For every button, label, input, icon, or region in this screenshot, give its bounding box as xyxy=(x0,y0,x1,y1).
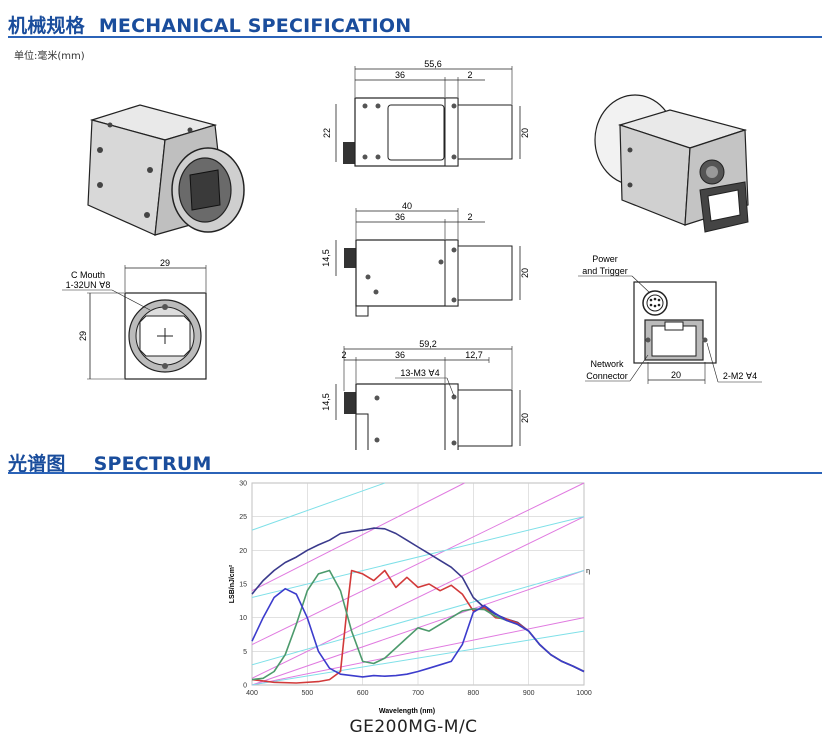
chart-series-line-4 xyxy=(251,587,585,678)
front-dim-width: 29 xyxy=(160,258,170,268)
chart-efficiency-guide-line xyxy=(251,516,585,598)
bottom-hole-label: 13-M3 ∀4 xyxy=(400,368,439,378)
front-dim-height: 29 xyxy=(78,331,88,341)
bottom-dim-body: 36 xyxy=(395,350,405,360)
network-label-line2: Connector xyxy=(586,371,628,381)
spectrum-title-cn: 光谱图 xyxy=(8,453,66,475)
mechanical-title-rule xyxy=(8,36,822,38)
top-dim-offset: 2 xyxy=(467,70,472,80)
top-dim-total: 55,6 xyxy=(424,59,442,69)
chart-xlabel: Wavelength (nm) xyxy=(379,708,435,715)
bottom-dim-left-offset: 2 xyxy=(341,350,346,360)
mount-label-line2: 1-32UN ∀8 xyxy=(66,280,111,290)
chart-efficiency-guide-line xyxy=(251,482,465,592)
top-dim-body: 36 xyxy=(395,70,405,80)
side-dim-body: 36 xyxy=(395,212,405,222)
chart-x-tick-label: 800 xyxy=(467,690,479,697)
top-dim-right: 20 xyxy=(520,128,530,138)
spectrum-title-rule xyxy=(8,472,822,474)
mechanical-title-cn: 机械规格 xyxy=(8,15,85,37)
mount-label-line1: C Mouth xyxy=(71,270,105,280)
chart-efficiency-guide-line xyxy=(251,570,585,666)
chart-x-tick-label: 700 xyxy=(412,690,424,697)
chart-x-tick-label: 500 xyxy=(301,690,313,697)
chart-ylabel: LSB/nJ/cm² xyxy=(229,564,236,603)
spectrum-title-en: SPECTRUM xyxy=(93,453,212,475)
side-dim-total: 40 xyxy=(402,201,412,211)
side-dim-right: 20 xyxy=(520,268,530,278)
bottom-dim-right-offset: 12,7 xyxy=(465,350,483,360)
chart-x-tick-label: 600 xyxy=(357,690,369,697)
power-label-line1: Power xyxy=(592,254,618,264)
chart-efficiency-guide-line xyxy=(251,516,585,679)
bottom-view-drawing: 59,2 2 36 12,7 13-M3 ∀4 14,5 20 xyxy=(321,339,530,450)
chart-efficiency-guide-line xyxy=(251,482,385,531)
front-view-drawing: 29 29 C Mouth 1-32UN ∀8 xyxy=(62,258,207,380)
unit-label: 单位:毫米(mm) xyxy=(14,51,85,62)
mechanical-drawings: 29 29 C Mouth 1-32UN ∀8 55,6 36 2 22 20 xyxy=(62,59,762,450)
rear-screw-label: 2-M2 ∀4 xyxy=(723,371,757,381)
power-label-line2: and Trigger xyxy=(582,266,628,276)
top-dim-left: 22 xyxy=(322,128,332,138)
chart-y-tick-label: 30 xyxy=(239,481,247,488)
chart-right-label: η xyxy=(586,568,590,575)
camera-iso-rear-illustration xyxy=(594,94,749,233)
chart-y-tick-label: 15 xyxy=(239,582,247,589)
chart-x-tick-label: 900 xyxy=(523,690,535,697)
chart-y-tick-label: 10 xyxy=(239,615,247,622)
rear-dim-width: 20 xyxy=(671,370,681,380)
mechanical-section-title: 机械规格 MECHANICAL SPECIFICATION xyxy=(8,11,425,38)
bottom-dim-total: 59,2 xyxy=(419,339,437,349)
spectrum-section-title: 光谱图 SPECTRUM xyxy=(8,449,226,476)
top-view-drawing: 55,6 36 2 22 20 xyxy=(322,59,530,167)
chart-y-tick-label: 20 xyxy=(239,548,247,555)
chart-efficiency-guide-line xyxy=(251,617,585,686)
chart-y-tick-label: 0 xyxy=(243,683,247,690)
chart-efficiency-guide-line xyxy=(251,630,585,686)
model-caption: GE200MG-M/C xyxy=(349,717,478,737)
camera-iso-front-illustration xyxy=(87,104,245,236)
side-dim-offset: 2 xyxy=(467,212,472,222)
chart-x-tick-label: 400 xyxy=(246,690,258,697)
chart-x-tick-label: 1000 xyxy=(576,690,592,697)
bottom-dim-right: 20 xyxy=(520,413,530,423)
side-dim-left: 14,5 xyxy=(321,249,331,267)
chart-y-tick-label: 5 xyxy=(243,649,247,656)
rear-view-drawing: Power and Trigger Network Connector 20 2… xyxy=(578,254,762,384)
mechanical-title-en: MECHANICAL SPECIFICATION xyxy=(98,15,412,37)
bottom-dim-left: 14,5 xyxy=(321,393,331,411)
network-label-line1: Network xyxy=(590,359,624,369)
chart-y-tick-label: 25 xyxy=(239,514,247,521)
spectrum-chart: 400 500 600 700 800 900 1000 0 5 10 15 20 25 30 Wavel… xyxy=(229,481,592,716)
side-view-drawing: 40 36 2 14,5 20 xyxy=(321,201,530,317)
